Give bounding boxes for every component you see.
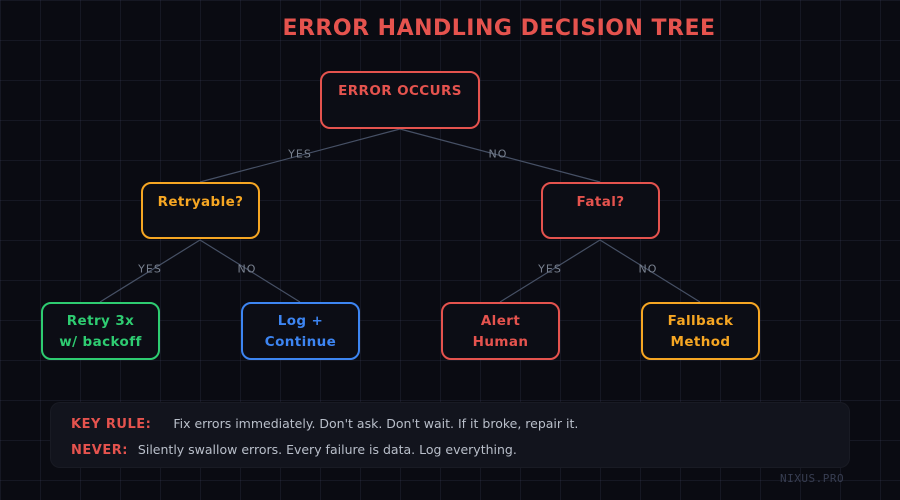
node-retry-line1: Retry 3x <box>66 313 135 329</box>
node-retryable: Retryable? <box>141 182 260 239</box>
key-rule-row: KEY RULE: Fix errors immediately. Don't a… <box>71 414 829 433</box>
node-retry-backoff: Retry 3x w/ backoff <box>41 302 160 360</box>
never-text: Silently swallow errors. Every failure i… <box>137 442 517 457</box>
edge-label-root-no: NO <box>488 147 508 161</box>
rules-panel: KEY RULE: Fix errors immediately. Don't a… <box>50 402 850 468</box>
edge-label-root-yes: YES <box>288 147 312 161</box>
watermark: NIXUS.PRO <box>780 472 845 485</box>
node-alert-human: Alert Human <box>441 302 560 360</box>
key-rule-text: Fix errors immediately. Don't ask. Don't… <box>173 416 579 431</box>
node-fallback-method: Fallback Method <box>641 302 760 360</box>
node-retryable-label: Retryable? <box>157 194 244 210</box>
node-alert-line2: Human <box>472 334 529 350</box>
never-label: NEVER: <box>71 443 128 458</box>
node-log-continue: Log + Continue <box>241 302 360 360</box>
edge-label-fatal-no: NO <box>638 262 658 276</box>
never-rule-row: NEVER: Silently swallow errors. Every fai… <box>71 440 829 459</box>
node-error-occurs-label: ERROR OCCURS <box>338 83 462 99</box>
node-fallback-line1: Fallback <box>667 313 734 329</box>
node-error-occurs: ERROR OCCURS <box>320 71 480 129</box>
edge-label-retryable-yes: YES <box>138 262 162 276</box>
page-title: ERROR HANDLING DECISION TREE <box>282 16 716 41</box>
node-log-line2: Continue <box>264 334 337 350</box>
node-alert-line1: Alert <box>480 313 521 329</box>
node-retry-line2: w/ backoff <box>59 334 142 350</box>
node-fatal-label: Fatal? <box>576 194 625 210</box>
node-log-line1: Log + <box>277 313 324 329</box>
key-rule-label: KEY RULE: <box>71 417 152 432</box>
edge-label-fatal-yes: YES <box>538 262 562 276</box>
edge-label-retryable-no: NO <box>237 262 257 276</box>
node-fatal: Fatal? <box>541 182 660 239</box>
node-fallback-line2: Method <box>670 334 731 350</box>
